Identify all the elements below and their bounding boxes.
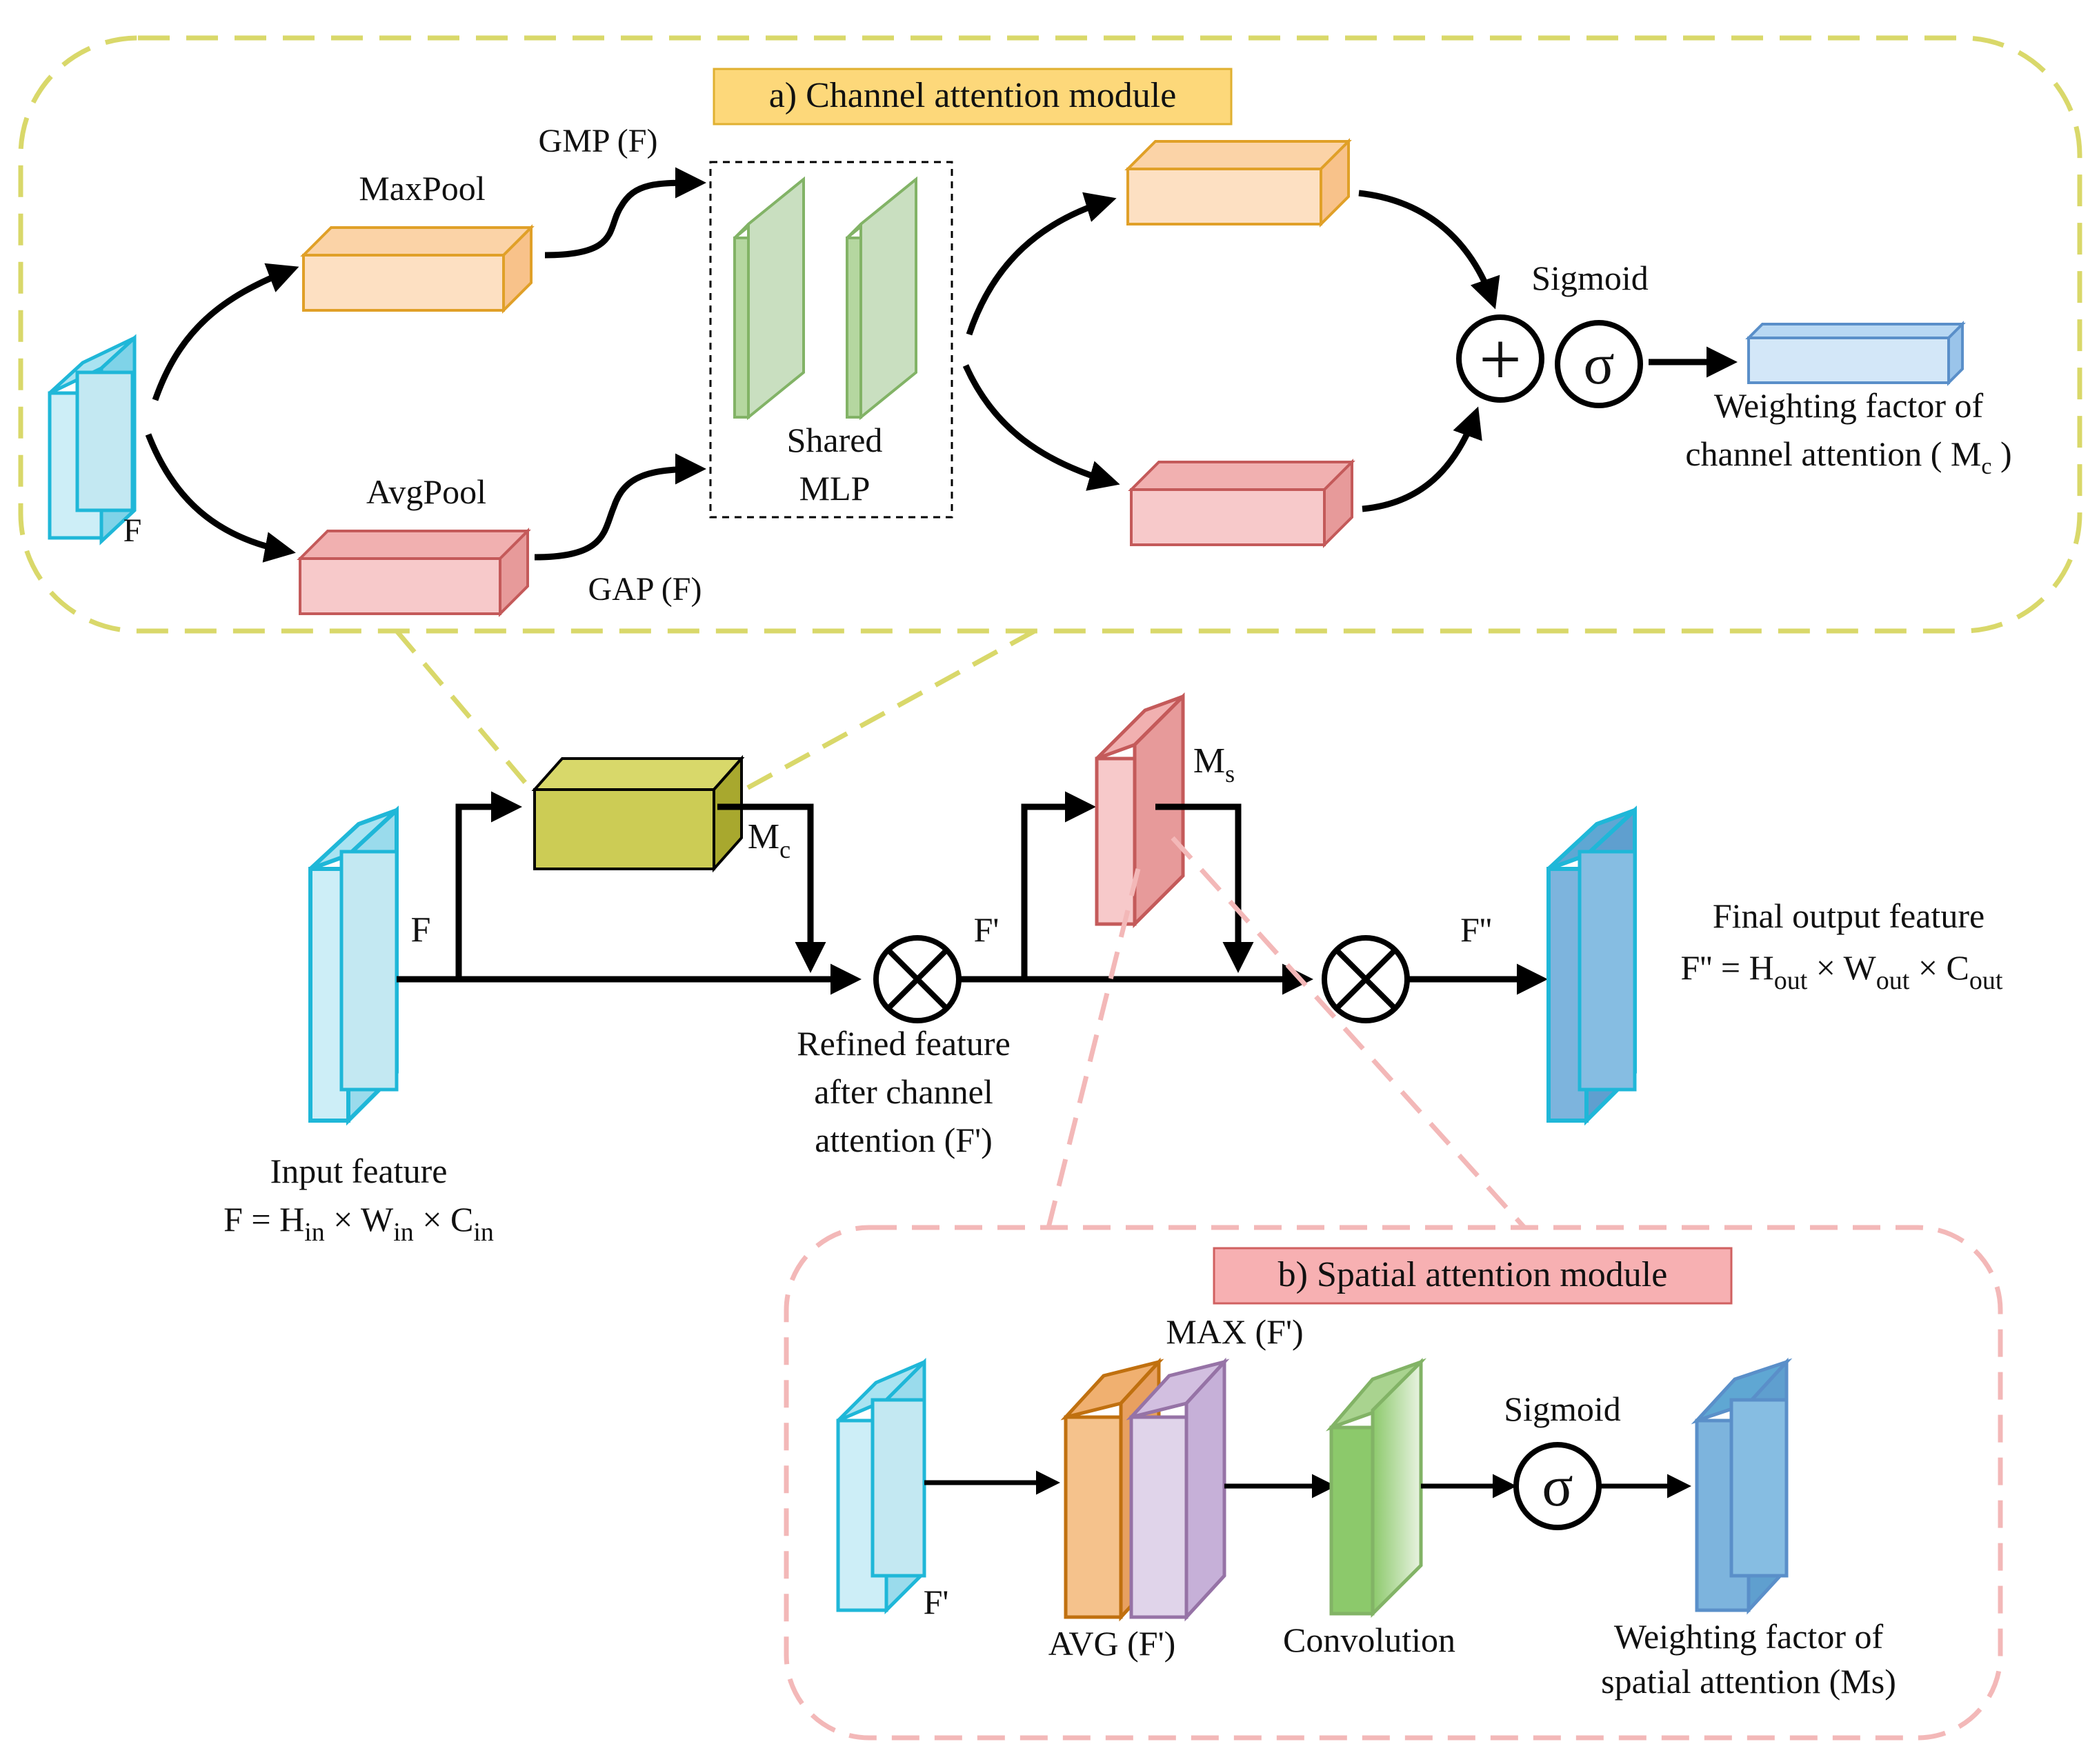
spatial-zoom-line-left	[1046, 868, 1141, 1228]
spatial-weight-block	[1691, 1357, 1793, 1615]
f-double-prime-label: F''	[1460, 910, 1492, 949]
spatial-sigmoid-label: Sigmoid	[1504, 1390, 1620, 1428]
spatial-input-block	[836, 1357, 926, 1615]
channel-sigmoid-node	[1555, 320, 1643, 408]
channel-sigmoid-label: Sigmoid	[1531, 259, 1648, 297]
mc-label: Mc	[748, 817, 790, 863]
channel-zoom-line-right	[737, 628, 1036, 796]
convolution-label: Convolution	[1283, 1621, 1455, 1659]
refined-caption-line2: after channel	[814, 1072, 993, 1111]
spatial-module-title-box	[1213, 1247, 1733, 1305]
arrow-mc-to-multiply	[717, 803, 826, 973]
ms-label: Ms	[1193, 741, 1235, 788]
arrow-f-to-maxpool	[152, 263, 299, 401]
main-input-label: F	[411, 910, 431, 950]
arrow-red-to-plus	[1362, 406, 1482, 512]
convolution-block	[1325, 1357, 1427, 1618]
max-label: MAX (F')	[1166, 1312, 1303, 1351]
max-pool-map	[1126, 1357, 1230, 1622]
gap-label: GAP (F)	[588, 571, 702, 608]
arrow-to-ms	[1021, 791, 1096, 979]
arrow-mlp-to-red	[962, 364, 1120, 491]
mlp-output-red	[1128, 459, 1355, 548]
maxpool-label: MaxPool	[359, 169, 485, 208]
final-formula: F'' = Hout × Wout × Cout	[1681, 948, 2003, 995]
mlp-layer-2	[846, 176, 917, 421]
arrow-avgpool-to-mlp	[534, 453, 706, 561]
multiply-node-2	[1322, 935, 1410, 1023]
spatial-sigma-symbol: σ	[1542, 1454, 1573, 1519]
mc-block	[531, 754, 745, 873]
final-caption: Final output feature	[1713, 896, 1984, 935]
final-output-block	[1546, 805, 1637, 1126]
channel-module-title: a) Channel attention module	[769, 76, 1177, 115]
channel-sum-symbol: +	[1479, 317, 1522, 401]
mlp-layer-1	[733, 176, 805, 421]
channel-input-label: F	[123, 512, 142, 549]
avgpool-block	[297, 528, 531, 617]
arrow-orange-to-plus	[1358, 190, 1500, 310]
channel-sum-node	[1456, 314, 1544, 403]
channel-module-border	[18, 35, 2082, 634]
arrow-mlp-to-orange	[966, 192, 1117, 336]
spatial-zoom-line-right	[1171, 836, 1526, 1230]
channel-input-block	[48, 334, 137, 545]
input-formula: F = Hin × Win × Cin	[223, 1200, 494, 1247]
spatial-module-title: b) Spatial attention module	[1278, 1255, 1668, 1294]
avg-label: AVG (F')	[1048, 1624, 1176, 1663]
mlp-label-line2: MLP	[799, 469, 871, 508]
channel-output-line1: Weighting factor of	[1714, 386, 1984, 425]
gmp-label: GMP (F)	[539, 123, 658, 159]
refined-caption-line1: Refined feature	[797, 1024, 1011, 1063]
refined-caption-line3: attention (F')	[815, 1121, 993, 1159]
avgpool-label: AvgPool	[366, 472, 486, 511]
spatial-input-label: F'	[924, 1583, 949, 1621]
arrow-f-to-avgpool	[145, 433, 296, 563]
channel-sigma-symbol: σ	[1583, 332, 1614, 397]
channel-output-line2: channel attention ( Mc )	[1685, 434, 2011, 479]
channel-module-title-box	[713, 68, 1233, 126]
arrow-maxpool-to-mlp	[544, 167, 706, 259]
input-caption: Input feature	[270, 1152, 448, 1190]
channel-weight-block	[1745, 321, 1966, 386]
mlp-label-line1: Shared	[787, 421, 883, 459]
ms-block	[1095, 692, 1185, 929]
spatial-module-border	[784, 1225, 2003, 1741]
channel-zoom-line-left	[395, 629, 533, 792]
maxpool-block	[300, 224, 535, 314]
input-feature-block	[308, 805, 399, 1126]
f-prime-label: F'	[974, 910, 999, 949]
spatial-output-line1: Weighting factor of	[1614, 1617, 1884, 1656]
spatial-output-line2: spatial attention (Ms)	[1601, 1662, 1896, 1701]
arrow-to-mc	[455, 791, 522, 979]
mlp-output-orange	[1124, 138, 1352, 228]
multiply-node-1	[873, 935, 962, 1023]
spatial-sigmoid-node	[1513, 1442, 1602, 1530]
